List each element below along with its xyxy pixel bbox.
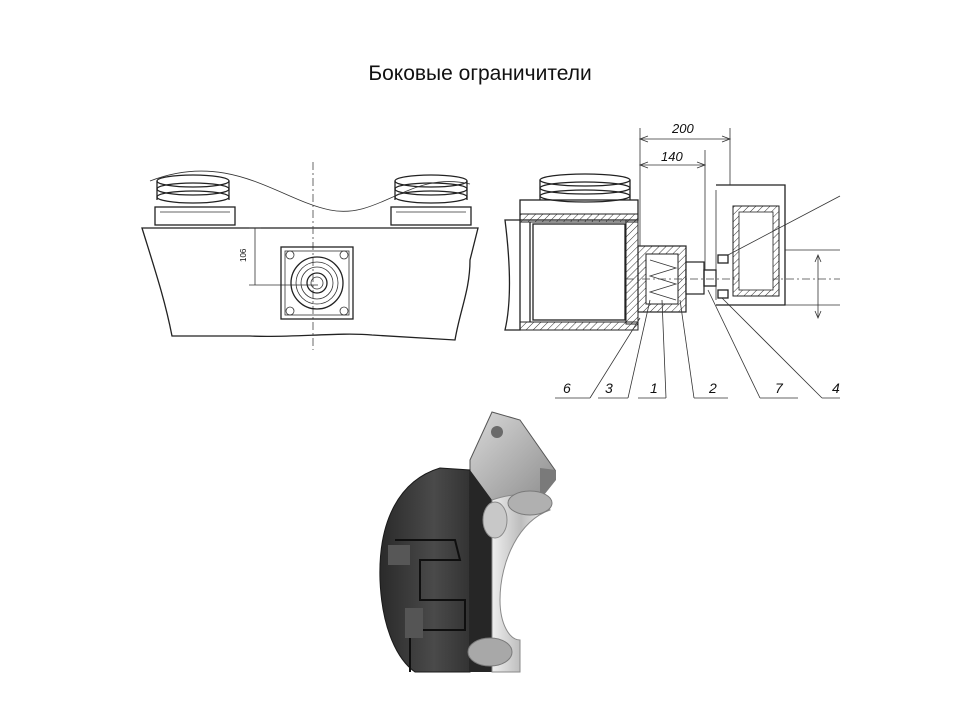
callout-6: 6 bbox=[563, 380, 571, 396]
right-spring bbox=[390, 174, 472, 226]
callout-7: 7 bbox=[775, 380, 784, 396]
callouts: 6 3 1 2 7 4 bbox=[555, 195, 841, 399]
slide-title: Боковые ограничители bbox=[368, 62, 592, 85]
callout-2: 2 bbox=[708, 380, 717, 396]
callout-4: 4 bbox=[832, 380, 840, 396]
right-section-view: 200 140 6 3 1 2 7 4 bbox=[504, 121, 841, 399]
dimension-106-label: 106 bbox=[239, 248, 248, 262]
render-3d-cutaway bbox=[379, 411, 556, 673]
callout-3: 3 bbox=[605, 380, 613, 396]
left-spring bbox=[154, 174, 236, 226]
callout-1: 1 bbox=[650, 380, 658, 396]
dimension-200-label: 200 bbox=[671, 121, 694, 136]
flange-port bbox=[280, 246, 354, 320]
dimension-140-label: 140 bbox=[661, 149, 683, 164]
left-side-view: 106 bbox=[141, 162, 479, 350]
